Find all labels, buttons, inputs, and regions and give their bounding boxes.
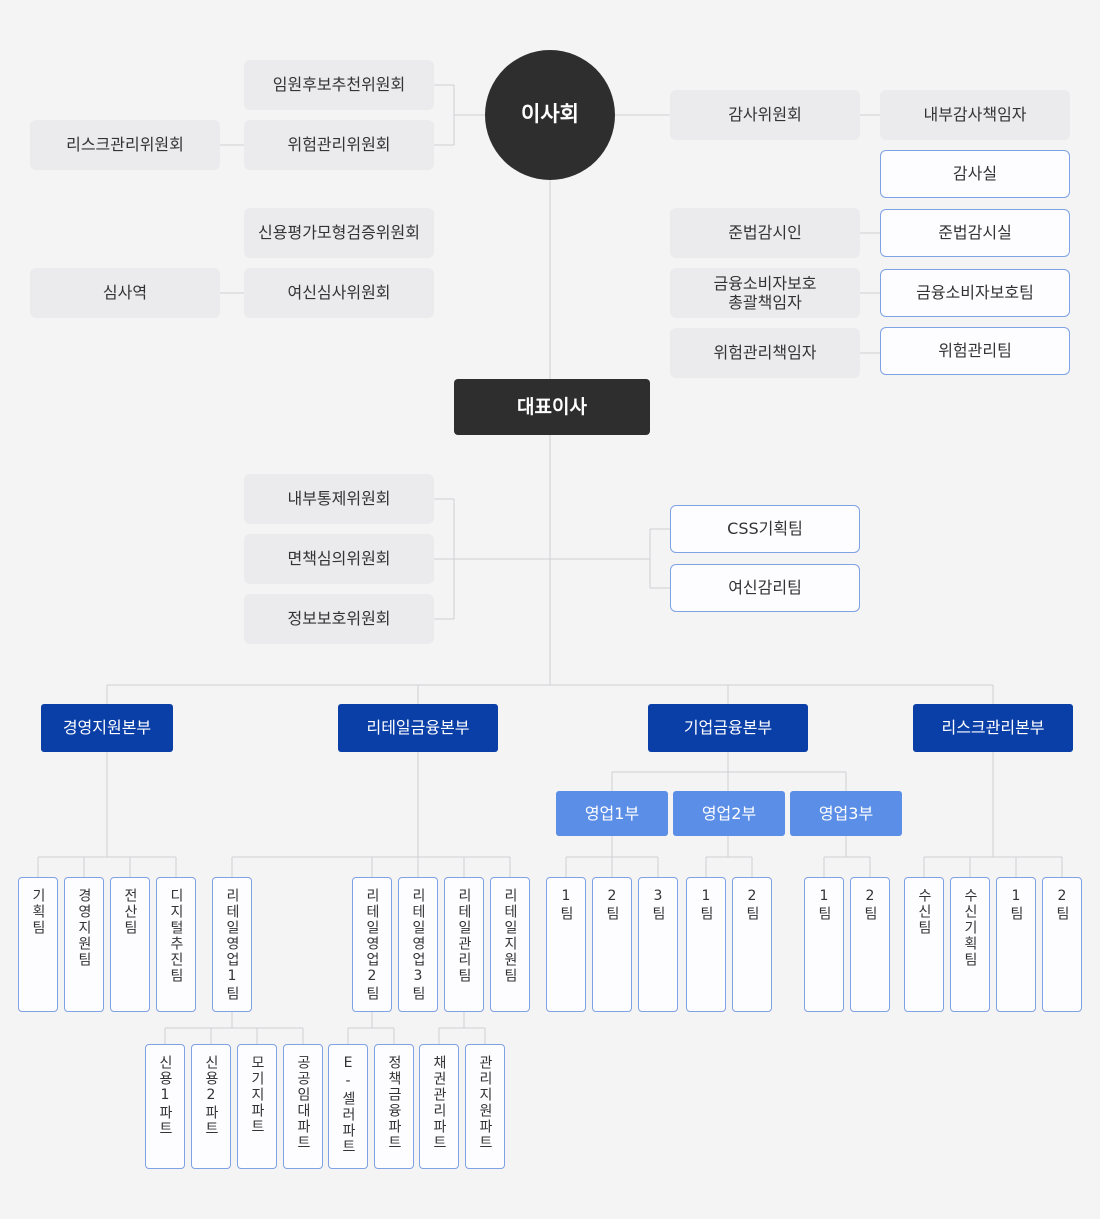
audit-committee: 감사위원회 xyxy=(670,90,860,140)
risk-management-team: 위험관리팀 xyxy=(880,327,1070,375)
team-box: 2팀 xyxy=(1042,877,1082,1012)
team-box: 수신팀 xyxy=(904,877,944,1012)
team-box: 1팀 xyxy=(804,877,844,1012)
team-box: 2팀 xyxy=(850,877,890,1012)
board-node: 이사회 xyxy=(485,50,615,180)
team-label: 수신팀 xyxy=(916,888,932,936)
risk-management-committee: 리스크관리위원회 xyxy=(30,120,220,170)
team-label: 1팀 xyxy=(816,888,832,922)
internal-audit-officer: 내부감사책임자 xyxy=(880,90,1070,140)
part-box: 채권관리파트 xyxy=(419,1044,459,1169)
retail-finance-division: 리테일금융본부 xyxy=(338,704,498,752)
sales-dept-3: 영업3부 xyxy=(790,791,902,836)
team-label: 리테일지원팀 xyxy=(502,888,518,984)
team-box: 2팀 xyxy=(732,877,772,1012)
team-label: 1팀 xyxy=(698,888,714,922)
management-support-division: 경영지원본부 xyxy=(41,704,173,752)
part-label: 관리지원파트 xyxy=(477,1055,493,1151)
credit-audit-team: 여신감리팀 xyxy=(670,564,860,612)
compliance-officer: 준법감시인 xyxy=(670,208,860,258)
part-box: 관리지원파트 xyxy=(465,1044,505,1169)
risk-committee: 위험관리위원회 xyxy=(244,120,434,170)
team-box: 리테일영업1팀 xyxy=(212,877,252,1012)
immunity-review-committee: 면책심의위원회 xyxy=(244,534,434,584)
team-label: 리테일관리팀 xyxy=(456,888,472,984)
part-label: 공공임대파트 xyxy=(295,1055,311,1151)
team-label: 경영지원팀 xyxy=(76,888,92,968)
corporate-finance-division: 기업금융본부 xyxy=(648,704,808,752)
team-box: 디지털추진팀 xyxy=(156,877,196,1012)
part-box: 공공임대파트 xyxy=(283,1044,323,1169)
part-label: 채권관리파트 xyxy=(431,1055,447,1151)
team-box: 3팀 xyxy=(638,877,678,1012)
ceo-node: 대표이사 xyxy=(454,379,650,435)
part-label: 신용2파트 xyxy=(203,1055,219,1137)
part-box: 정책금융파트 xyxy=(374,1044,414,1169)
team-box: 리테일영업2팀 xyxy=(352,877,392,1012)
sales-dept-1: 영업1부 xyxy=(556,791,668,836)
part-box: 신용2파트 xyxy=(191,1044,231,1169)
team-label: 기획팀 xyxy=(30,888,46,936)
css-planning-team: CSS기획팀 xyxy=(670,505,860,553)
compliance-office: 준법감시실 xyxy=(880,209,1070,257)
information-protection-committee: 정보보호위원회 xyxy=(244,594,434,644)
team-box: 리테일관리팀 xyxy=(444,877,484,1012)
part-box: 모기지파트 xyxy=(237,1044,277,1169)
team-box: 1팀 xyxy=(996,877,1036,1012)
credit-reviewer: 심사역 xyxy=(30,268,220,318)
team-label: 2팀 xyxy=(604,888,620,922)
team-box: 2팀 xyxy=(592,877,632,1012)
team-label: 디지털추진팀 xyxy=(168,888,184,984)
part-box: E-셀러파트 xyxy=(328,1044,368,1169)
team-label: 1팀 xyxy=(1008,888,1024,922)
credit-review-committee: 여신심사위원회 xyxy=(244,268,434,318)
sales-dept-2: 영업2부 xyxy=(673,791,785,836)
part-label: E-셀러파트 xyxy=(340,1055,356,1155)
team-box: 리테일영업3팀 xyxy=(398,877,438,1012)
team-label: 2팀 xyxy=(744,888,760,922)
part-label: 정책금융파트 xyxy=(386,1055,402,1151)
team-label: 리테일영업3팀 xyxy=(410,888,426,1002)
team-label: 리테일영업2팀 xyxy=(364,888,380,1002)
team-label: 3팀 xyxy=(650,888,666,922)
team-label: 1팀 xyxy=(558,888,574,922)
team-label: 리테일영업1팀 xyxy=(224,888,240,1002)
team-box: 수신기획팀 xyxy=(950,877,990,1012)
risk-management-division: 리스크관리본부 xyxy=(913,704,1073,752)
audit-office: 감사실 xyxy=(880,150,1070,198)
credit-model-validation-committee: 신용평가모형검증위원회 xyxy=(244,208,434,258)
team-label: 2팀 xyxy=(1054,888,1070,922)
consumer-protection-team: 금융소비자보호팀 xyxy=(880,269,1070,317)
executive-nomination-committee: 임원후보추천위원회 xyxy=(244,60,434,110)
team-label: 전산팀 xyxy=(122,888,138,936)
team-box: 전산팀 xyxy=(110,877,150,1012)
part-label: 신용1파트 xyxy=(157,1055,173,1137)
internal-control-committee: 내부통제위원회 xyxy=(244,474,434,524)
team-box: 1팀 xyxy=(686,877,726,1012)
team-label: 수신기획팀 xyxy=(962,888,978,968)
team-box: 리테일지원팀 xyxy=(490,877,530,1012)
team-box: 1팀 xyxy=(546,877,586,1012)
part-label: 모기지파트 xyxy=(249,1055,265,1135)
team-box: 경영지원팀 xyxy=(64,877,104,1012)
team-box: 기획팀 xyxy=(18,877,58,1012)
risk-management-officer: 위험관리책임자 xyxy=(670,328,860,378)
part-box: 신용1파트 xyxy=(145,1044,185,1169)
consumer-protection-officer: 금융소비자보호 총괄책임자 xyxy=(670,268,860,318)
team-label: 2팀 xyxy=(862,888,878,922)
